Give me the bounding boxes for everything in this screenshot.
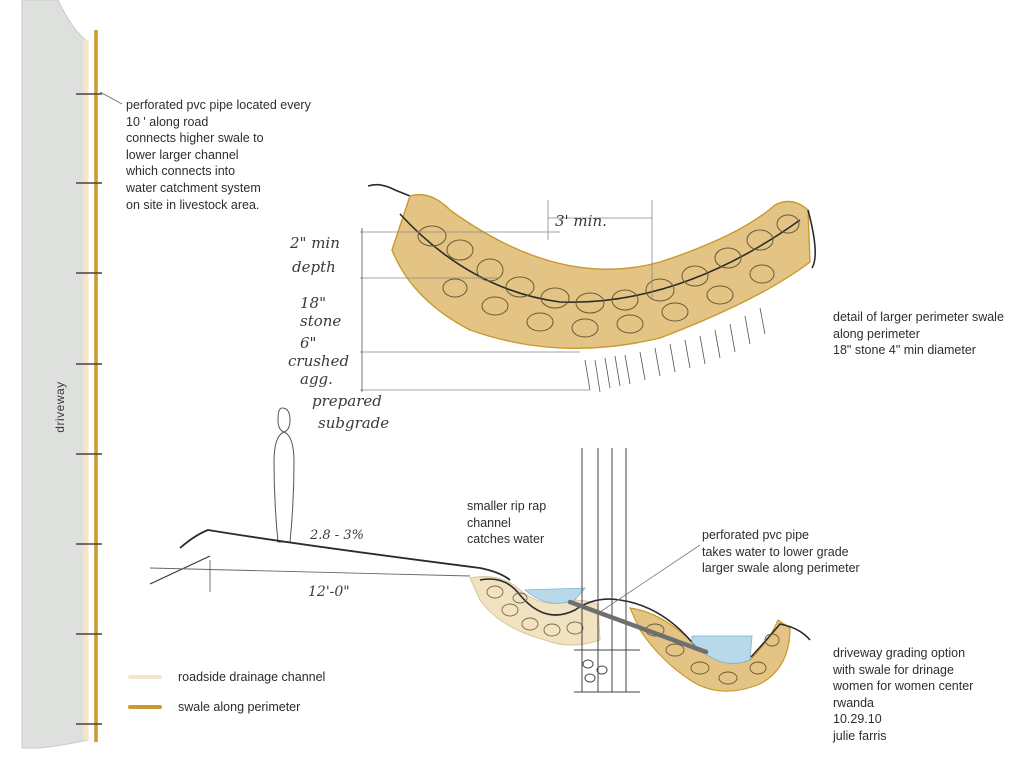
title-block-line: rwanda bbox=[833, 695, 874, 710]
riprap-note-line: catches water bbox=[467, 532, 545, 547]
pipe-note-line: lower larger channel bbox=[126, 147, 239, 162]
pvc-note: perforated pvc pipe takes water to lower… bbox=[702, 527, 860, 577]
pipe-note-line: 10 ' along road bbox=[126, 114, 209, 129]
crushed-label: 6" bbox=[300, 334, 317, 352]
pvc-pipe bbox=[567, 599, 709, 655]
detail-note: detail of larger perimeter swale along p… bbox=[833, 309, 1004, 359]
legend-swatch-drainage bbox=[128, 675, 162, 679]
stone-label: 18" bbox=[300, 294, 326, 312]
pipe-note-leader bbox=[99, 91, 123, 105]
title-block-line: driveway grading option bbox=[833, 646, 966, 660]
pvc-note-line: takes water to lower grade bbox=[702, 544, 849, 559]
legend-label-swale: swale along perimeter bbox=[178, 700, 301, 714]
detail-note-line: along perimeter bbox=[833, 326, 920, 341]
crushed-label-c: agg. bbox=[300, 370, 333, 388]
depth-label-b: depth bbox=[292, 258, 336, 276]
title-block: driveway grading option with swale for d… bbox=[833, 645, 973, 745]
riprap-channel bbox=[469, 576, 601, 646]
legend-drainage: roadside drainage channel bbox=[128, 670, 325, 684]
detail-swale-body bbox=[391, 193, 811, 349]
slope-label: 2.8 - 3% bbox=[310, 528, 364, 543]
title-block-line: julie farris bbox=[833, 728, 887, 743]
pipe-note-line: which connects into bbox=[126, 164, 236, 179]
grading-section bbox=[149, 407, 811, 693]
min-width-label: 3' min. bbox=[555, 212, 607, 230]
pipe-note-line: connects higher swale to bbox=[126, 131, 264, 146]
pipe-note: perforated pvc pipe located every 10 ' a… bbox=[126, 97, 311, 213]
width-label: 12'-0" bbox=[308, 584, 350, 600]
detail-note-line: detail of larger perimeter swale bbox=[833, 310, 1004, 324]
subgrade-label: prepared bbox=[312, 392, 382, 410]
crushed-label-b: crushed bbox=[288, 352, 350, 370]
legend-swale: swale along perimeter bbox=[128, 700, 300, 714]
riprap-water bbox=[523, 587, 586, 604]
detail-swale bbox=[360, 183, 816, 393]
title-block-line: 10.29.10 bbox=[833, 712, 882, 727]
driveway-band bbox=[21, 0, 89, 749]
riprap-note: smaller rip rap channel catches water bbox=[467, 498, 546, 548]
stone-label-b: stone bbox=[300, 312, 342, 330]
pipe-note-line: water catchment system bbox=[126, 180, 261, 195]
pipe-ticks bbox=[76, 93, 102, 725]
riprap-note-line: smaller rip rap bbox=[467, 499, 547, 513]
riprap-note-line: channel bbox=[467, 515, 511, 530]
scale-figure bbox=[273, 407, 295, 543]
depth-label: 2" min bbox=[290, 234, 340, 252]
pvc-note-line: perforated pvc pipe bbox=[702, 528, 810, 542]
pipe-note-line: perforated pvc pipe located every bbox=[126, 98, 311, 112]
detail-note-line: 18" stone 4" min diameter bbox=[833, 343, 976, 358]
subgrade-label-b: subgrade bbox=[318, 414, 390, 432]
legend-label-drainage: roadside drainage channel bbox=[178, 670, 326, 684]
pvc-note-line: larger swale along perimeter bbox=[702, 561, 860, 576]
pipe-note-line: on site in livestock area. bbox=[126, 197, 260, 212]
title-block-line: women for women center bbox=[833, 679, 974, 694]
title-block-line: with swale for drinage bbox=[833, 662, 954, 677]
legend-swatch-swale bbox=[128, 705, 162, 709]
driveway-label: driveway bbox=[53, 381, 67, 433]
